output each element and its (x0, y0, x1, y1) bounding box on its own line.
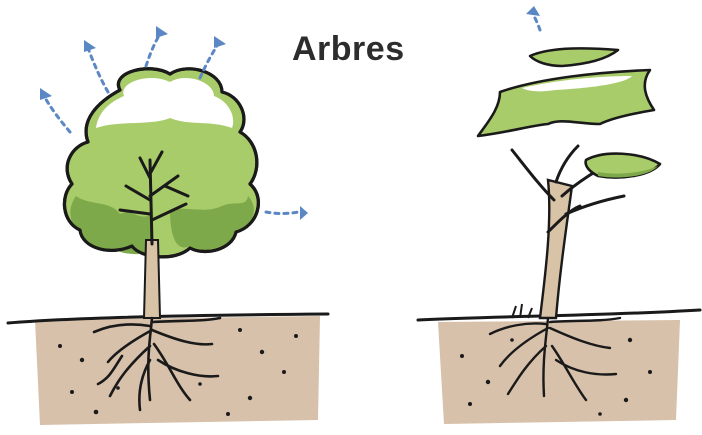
right-canopy-top (530, 48, 618, 66)
right-soil (438, 320, 680, 424)
arrow-5 (266, 212, 298, 214)
right-canopy-mid (478, 70, 654, 136)
left-trunk (144, 240, 160, 318)
diagram-title: Arbres (292, 30, 405, 69)
right-ground-line (418, 310, 700, 320)
arrow-2 (88, 48, 108, 92)
right-tree-scene (418, 48, 700, 424)
right-trunk (540, 180, 572, 318)
arrow-1 (44, 96, 70, 132)
arrow-3 (146, 34, 160, 66)
left-tree-scene (8, 69, 328, 425)
